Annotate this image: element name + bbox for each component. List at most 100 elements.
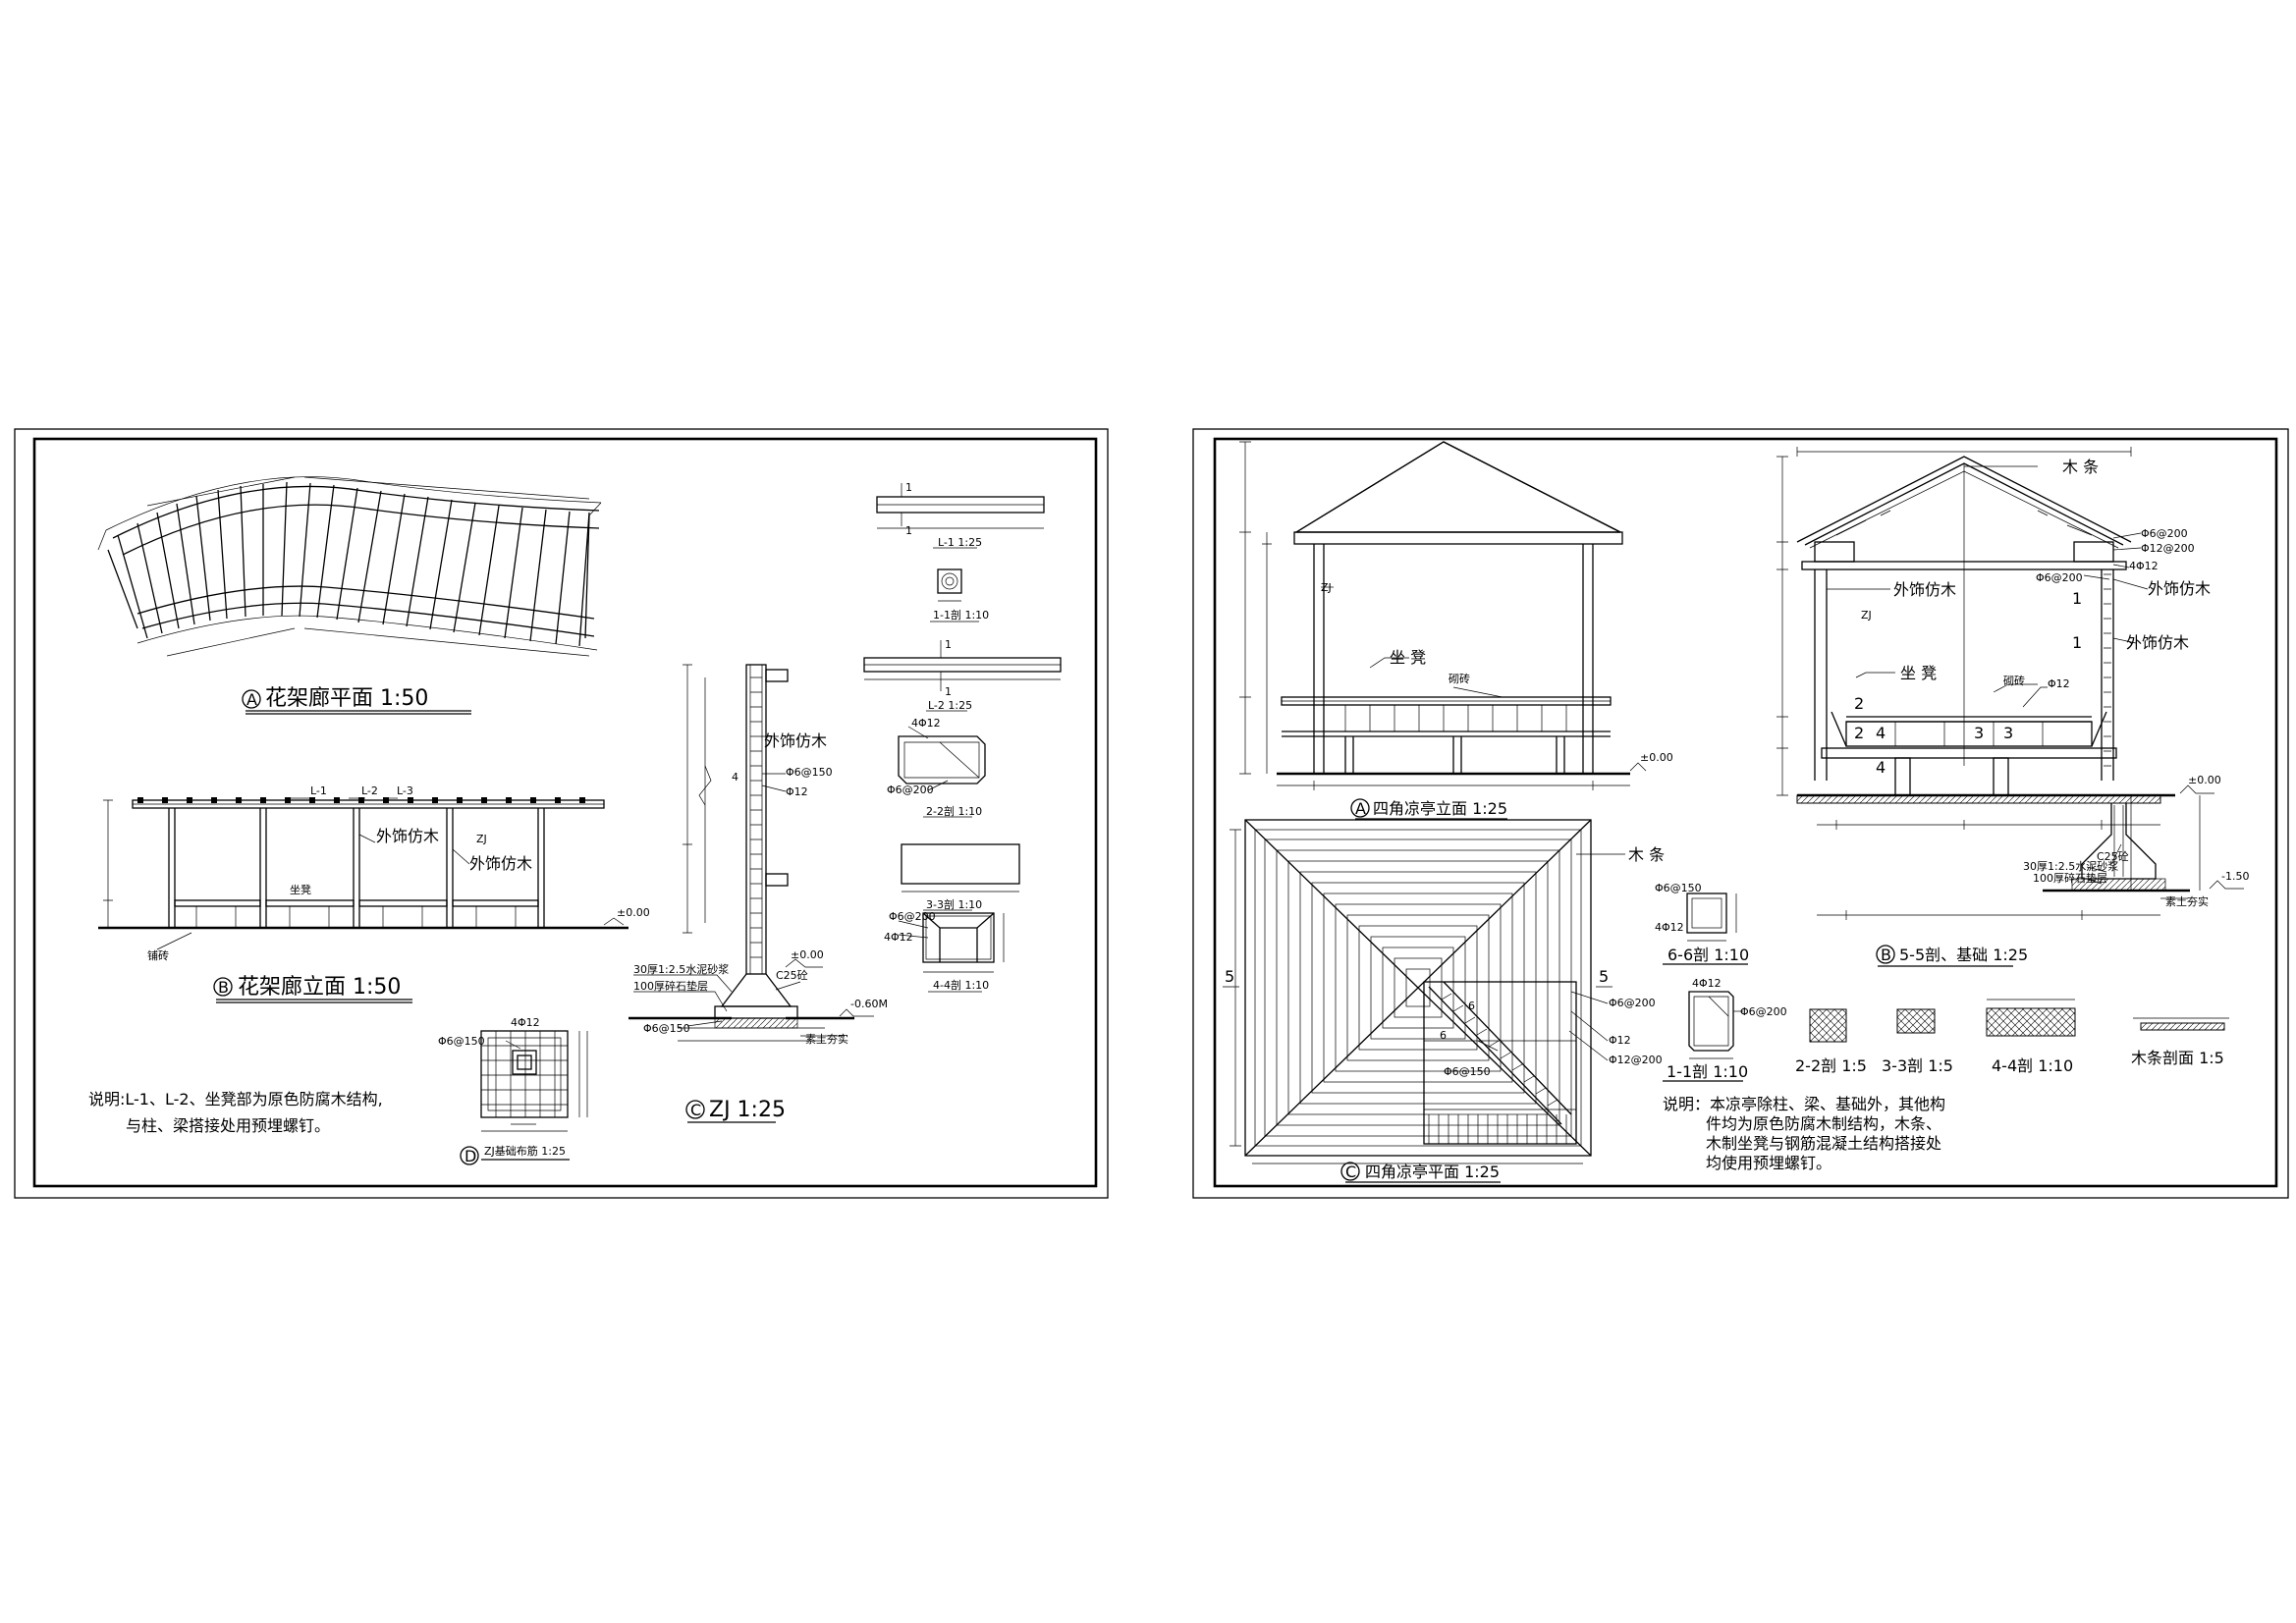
pavilion-elevation: ZJ 坐 凳 砌砖 ±0.00 — [1239, 441, 1673, 790]
sec-num-3a: 3 — [1974, 724, 1984, 742]
plan-section-6a: 6 — [1440, 1029, 1447, 1042]
label-sec-layer1: 30厚1:2.5水泥砂浆 — [2023, 859, 2118, 873]
left-detail-column: 1 1 L-1 1:25 1-1剖 1:10 1 1 L-2 1:25 4Φ12… — [863, 481, 1062, 993]
label-plan-phi6150: Φ6@150 — [1444, 1065, 1491, 1078]
pavilion-section: 木 条 Φ6@200 Φ12@200 4Φ12 Φ6@200 外饰仿木 外饰仿木… — [1777, 447, 2249, 920]
det11-title: 1-1剖 1:10 — [1667, 1062, 1748, 1081]
det-11-title: 1-1剖 1:10 — [933, 608, 989, 622]
zj-mark: C — [690, 1101, 701, 1119]
label-sec-m150: -1.50 — [2221, 870, 2249, 883]
det11-4phi12: 4Φ12 — [1692, 977, 1722, 990]
right-sheet-outer-border — [1192, 428, 2289, 1199]
det-44-title: 4-4剖 1:10 — [933, 978, 989, 992]
label-sec-brick: 砌砖 — [2003, 674, 2025, 687]
sec-num-2a: 2 — [1854, 694, 1864, 713]
det66-phi6150: Φ6@150 — [1655, 882, 1702, 894]
plan-dimension-ticks — [146, 476, 590, 657]
pergola-elev-mark: B — [218, 978, 229, 997]
label-zj-layer1: 30厚1:2.5水泥砂浆 — [633, 962, 729, 976]
label-zj-soil: 素土夯实 — [805, 1032, 848, 1046]
det-22-title: 2-2剖 1:10 — [926, 804, 982, 818]
detmt-title: 木条剖面 1:5 — [2131, 1049, 2224, 1067]
left-sheet-inner-border — [32, 437, 1098, 1188]
det-l1-title: L-1 1:25 — [938, 536, 982, 549]
det11-phi6200: Φ6@200 — [1740, 1005, 1787, 1018]
sec-num-1a: 1 — [2072, 589, 2082, 608]
pavilion-elevation-title: A 四角凉亭立面 1:25 — [1350, 798, 1507, 820]
sec-num-4a: 4 — [1876, 724, 1886, 742]
label-sec-zj: ZJ — [1861, 609, 1872, 622]
label-l1: L-1 — [310, 784, 327, 797]
pavilion-plan-title: C 四角凉亭平面 1:25 — [1340, 1162, 1501, 1183]
pav-elev-mark: A — [1355, 799, 1366, 818]
label-pav-seat: 坐 凳 — [1390, 648, 1426, 667]
sec-title-text: 5-5剖、基础 1:25 — [1899, 946, 2028, 964]
pavilion-section-title: B 5-5剖、基础 1:25 — [1876, 945, 2028, 967]
pergola-elevation: L-1 L-2 L-3 外饰仿木 外饰仿木 ZJ 坐凳 铺砖 ±0.00 — [98, 784, 650, 962]
pav-plan-title-text: 四角凉亭平面 1:25 — [1365, 1163, 1500, 1181]
label-sec-layer2: 100厚碎石垫层 — [2033, 871, 2107, 885]
label-zj-phi12: Φ12 — [786, 785, 808, 798]
label-seat-elev: 坐凳 — [290, 883, 311, 896]
det44-title: 4-4剖 1:10 — [1992, 1056, 2073, 1075]
plan-section-5a: 5 — [1225, 967, 1234, 986]
label-zj-m060: -0.60M — [850, 998, 888, 1010]
det-22-4phi12: 4Φ12 — [911, 717, 941, 730]
det-l1-mark-top: 1 — [905, 481, 912, 494]
label-plan-12phi200: Φ12@200 — [1609, 1054, 1663, 1066]
pav-elev-title-text: 四角凉亭立面 1:25 — [1373, 799, 1507, 818]
det-44-4phi12: 4Φ12 — [884, 931, 913, 944]
det33-title: 3-3剖 1:5 — [1882, 1056, 1953, 1075]
label-zj-phi6150: Φ6@150 — [786, 766, 833, 779]
label-zj-elev: ZJ — [476, 833, 487, 845]
sec-mark: B — [1881, 946, 1891, 964]
right-sheet-inner-border — [1213, 437, 2278, 1188]
left-sheet: A 花架廊平面 1:50 L-1 L-2 L-3 外 — [14, 428, 1109, 1199]
label-wood-elev-1: 外饰仿木 — [376, 827, 439, 845]
label-zjp-4phi12: 4Φ12 — [511, 1016, 540, 1029]
right-details: Φ6@150 4Φ12 6-6剖 1:10 4Φ12 Φ6@200 1-1剖 1… — [1655, 882, 2229, 1082]
label-zj-phi6150b: Φ6@150 — [643, 1022, 690, 1035]
pergola-plan-title-text: 花架廊平面 1:50 — [265, 686, 428, 711]
pergola-elevation-title: B 花架廊立面 1:50 — [213, 975, 412, 1003]
right-sheet: ZJ 坐 凳 砌砖 ±0.00 A 四角凉亭立面 1:25 — [1192, 428, 2289, 1199]
label-wood-elev-2: 外饰仿木 — [469, 854, 532, 873]
zj-column: 外饰仿木 Φ6@150 Φ12 4 ±0.00 -0.60M C25砼 30厚1… — [629, 664, 888, 1046]
label-paving-elev: 铺砖 — [147, 948, 169, 962]
sec-num-3b: 3 — [2003, 724, 2013, 742]
label-sec-phi6200b: Φ6@200 — [2036, 571, 2083, 584]
pergola-plan-mark: A — [246, 690, 257, 709]
label-zj-000: ±0.00 — [791, 948, 824, 961]
right-note-line1: 说明：本凉亭除柱、梁、基础外，其他构 — [1663, 1095, 1945, 1113]
left-sheet-outer-border — [14, 428, 1109, 1199]
left-note: 说明:L-1、L-2、坐凳部为原色防腐木结构, 与柱、梁搭接处用预埋螺钉。 — [88, 1090, 383, 1135]
plan-joists — [117, 481, 590, 647]
det22-title: 2-2剖 1:5 — [1795, 1056, 1867, 1075]
sec-num-1b: 1 — [2072, 633, 2082, 652]
label-wood-zj: 外饰仿木 — [764, 731, 827, 750]
pergola-plan — [97, 476, 602, 657]
label-sec-wood3: 外饰仿木 — [2126, 633, 2189, 652]
label-sec-phi12: Φ12 — [2048, 677, 2070, 690]
label-sec-mutiao: 木 条 — [2062, 458, 2099, 476]
det-22-phi6200: Φ6@200 — [887, 784, 934, 796]
zjp-title-text: ZJ基础布筋 1:25 — [484, 1144, 566, 1158]
label-zjp-phi6150: Φ6@150 — [438, 1035, 485, 1048]
label-zj-c25: C25砼 — [776, 969, 808, 982]
zj-foundation-plan-title: D ZJ基础布筋 1:25 — [460, 1144, 570, 1165]
zj-column-title: C ZJ 1:25 — [685, 1098, 786, 1123]
label-000-elev: ±0.00 — [617, 906, 650, 919]
right-note-line3: 木制坐凳与钢筋混凝土结构搭接处 — [1706, 1134, 1941, 1153]
pergola-elev-title-text: 花架廊立面 1:50 — [238, 975, 401, 1000]
label-plan-mutiao: 木 条 — [1628, 845, 1665, 864]
label-sec-wood2: 外饰仿木 — [1893, 580, 1956, 599]
sec-num-4b: 4 — [1876, 758, 1886, 777]
label-plan-phi12: Φ12 — [1609, 1034, 1631, 1047]
pav-plan-mark: C — [1345, 1163, 1356, 1181]
label-sec-c25: C25砼 — [2097, 850, 2129, 863]
label-sec-wood1: 外饰仿木 — [2148, 579, 2211, 598]
pavilion-plan: 5 5 6 6 木 条 Φ6@200 Φ12 Φ12@200 Φ6@150 — [1223, 819, 1665, 1164]
det-l2-title: L-2 1:25 — [928, 699, 972, 712]
label-plan-phi6200: Φ6@200 — [1609, 997, 1656, 1009]
